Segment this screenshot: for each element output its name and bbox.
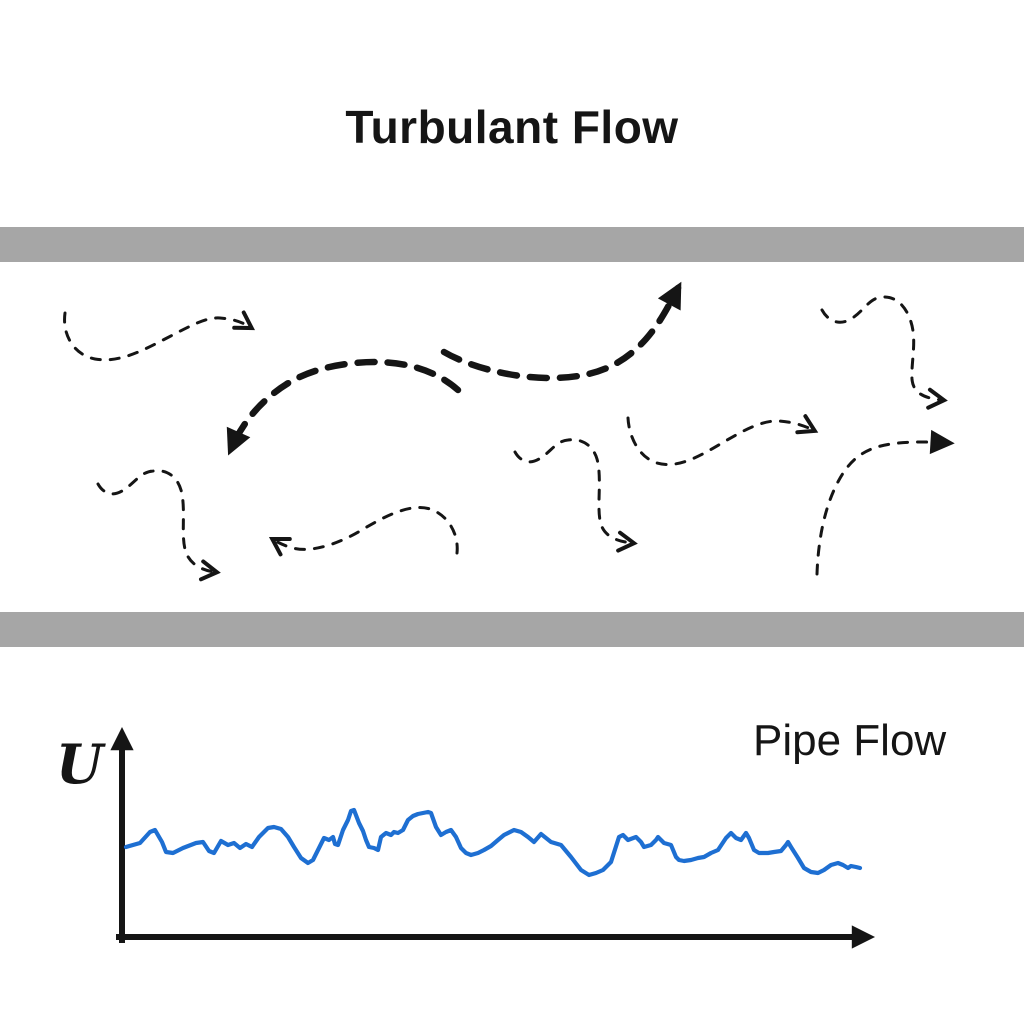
turbulence-arrow-thick-down-left — [226, 358, 462, 456]
turbulence-arrow-bottom-back-left — [268, 506, 459, 557]
y-axis-label: U — [56, 732, 104, 796]
turbulence-arrow-top-right — [820, 295, 948, 410]
velocity-graph — [110, 726, 876, 949]
turbulence-arrow-bottom-left-down — [96, 469, 221, 582]
pipe-wall-bottom — [0, 612, 1024, 647]
turbulence-arrows-group — [63, 281, 955, 582]
turbulence-arrow-center-down — [513, 438, 638, 553]
turbulence-arrow-thick-up-right — [440, 281, 682, 382]
turbulence-arrow-mid-right — [626, 414, 819, 466]
pipe-flow-annotation: Pipe Flow — [753, 716, 947, 765]
turbulence-arrow-bottom-right — [815, 429, 955, 576]
turbulence-arrow-top-left — [63, 310, 255, 362]
pipe-wall-top — [0, 227, 1024, 262]
velocity-signal-line — [123, 807, 863, 878]
diagram-title: Turbulant Flow — [345, 101, 679, 153]
